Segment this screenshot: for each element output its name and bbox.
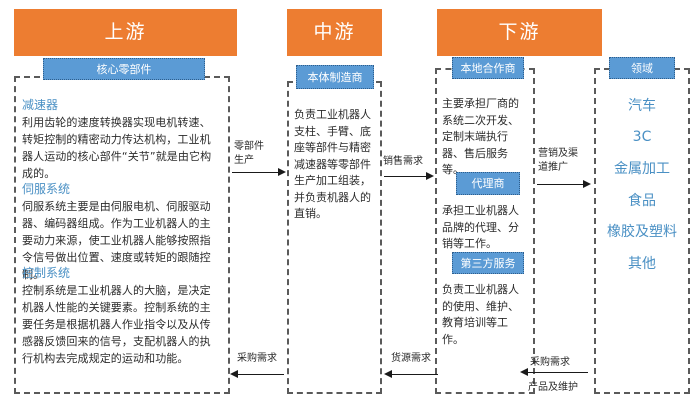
- flow-arrow-sales-demand-line: [384, 176, 426, 177]
- flow-label-parts-production: 零部件 生产: [234, 140, 264, 167]
- domain-item-5[interactable]: 其他: [628, 256, 656, 273]
- flow-label-marketing-channel-line2: 道推广: [538, 161, 568, 173]
- flow-label-procurement-demand-2: 采购需求: [530, 356, 570, 370]
- chip-agent-label: 代理商: [471, 177, 505, 190]
- stage-header-downstream-label: 下游: [498, 21, 541, 43]
- flow-label-sales-demand-line1: 销售需求: [383, 156, 423, 167]
- upstream-block-2-title: 控制系统: [22, 266, 71, 280]
- upstream-block-0-body: 利用齿轮的速度转换器实现电机转速、转矩控制的精密动力传达机构，工业机器人运动的核…: [22, 116, 212, 181]
- downstream-block-1-body: 承担工业机器人品牌的代理、分销等工作。: [442, 204, 519, 250]
- flow-arrow-supply-demand-line: [392, 374, 438, 375]
- domain-item-0[interactable]: 汽车: [628, 97, 656, 114]
- flow-label-product-maintenance: 产品及维护: [528, 381, 578, 395]
- stage-header-upstream: 上游: [14, 9, 237, 56]
- chip-domain[interactable]: 领域: [609, 57, 675, 79]
- domain-item-2[interactable]: 金属加工: [614, 161, 670, 178]
- flow-arrow-procurement-demand-1-line: [238, 374, 284, 375]
- upstream-block-2-body: 控制系统是工业机器人的大脑，是决定机器人性能的关键要素。控制系统的主要任务是根据…: [22, 284, 211, 366]
- flow-arrow-supply-demand-head: [384, 370, 392, 378]
- chip-core-components[interactable]: 核心零部件: [43, 58, 205, 80]
- flow-arrow-parts-production-line: [232, 172, 278, 173]
- flow-arrow-parts-production-head: [278, 168, 286, 176]
- upstream-block-1-body: 伺服系统主要是由伺服电机、伺服驱动器、编码器组成。作为工业机器人的主要动力来源，…: [22, 200, 211, 282]
- chip-body-manufacturer[interactable]: 本体制造商: [296, 65, 374, 89]
- flow-arrow-marketing-channel-head: [583, 180, 591, 188]
- stage-header-midstream: 中游: [287, 9, 382, 56]
- flow-arrow-procurement-demand-2-line: [528, 372, 588, 373]
- chip-agent[interactable]: 代理商: [456, 172, 520, 195]
- flow-label-procurement-demand-1-line1: 采购需求: [237, 353, 277, 364]
- domain-item-3[interactable]: 食品: [628, 192, 656, 209]
- upstream-block-1-title: 伺服系统: [22, 182, 71, 196]
- flow-label-procurement-demand-1: 采购需求: [237, 352, 277, 366]
- domain-item-4[interactable]: 橡胶及塑料: [607, 224, 677, 241]
- flow-arrow-procurement-demand-2-head: [520, 368, 528, 376]
- downstream-block-2-body: 负责工业机器人的使用、维护、教育培训等工作。: [442, 283, 519, 346]
- chip-local-partner-label: 本地合作商: [460, 61, 516, 75]
- chip-core-components-label: 核心零部件: [96, 62, 152, 76]
- downstream-block-0-body: 主要承担厂商的系统二次开发、定制末端执行器、售后服务等。: [442, 97, 519, 176]
- chip-body-manufacturer-label: 本体制造商: [307, 70, 363, 84]
- chip-local-partner[interactable]: 本地合作商: [452, 57, 524, 79]
- flow-label-marketing-channel-line1: 营销及渠: [538, 148, 578, 159]
- flow-label-parts-production-line1: 零部件: [234, 141, 264, 152]
- chip-domain-label: 领域: [631, 61, 653, 75]
- stage-header-upstream-label: 上游: [104, 21, 147, 43]
- flow-arrow-sales-demand-head: [426, 172, 434, 180]
- flow-label-parts-production-line2: 生产: [234, 154, 254, 166]
- chip-third-party-service[interactable]: 第三方服务: [452, 252, 524, 274]
- midstream-body: 负责工业机器人支柱、手臂、底座等部件与精密减速器等零部件生产加工组装，并负责机器…: [294, 108, 371, 220]
- flow-label-supply-demand: 货源需求: [391, 352, 431, 366]
- stage-header-midstream-label: 中游: [313, 21, 356, 43]
- flow-arrow-procurement-demand-1-head: [230, 370, 238, 378]
- flow-label-procurement-demand-2-line1: 采购需求: [530, 357, 570, 368]
- domain-list: 汽车 3C 金属加工 食品 橡胶及塑料 其他: [596, 90, 688, 280]
- domain-item-1[interactable]: 3C: [632, 129, 652, 146]
- flow-label-supply-demand-line1: 货源需求: [391, 353, 431, 364]
- flow-arrow-marketing-channel-line: [537, 184, 583, 185]
- upstream-block-0-title: 减速器: [22, 98, 59, 112]
- stage-header-downstream: 下游: [437, 9, 602, 56]
- flow-label-marketing-channel: 营销及渠 道推广: [538, 147, 578, 174]
- flow-label-sales-demand: 销售需求: [383, 155, 423, 169]
- flow-label-product-maintenance-line1: 产品及维护: [528, 382, 578, 393]
- chip-third-party-service-label: 第三方服务: [460, 256, 516, 270]
